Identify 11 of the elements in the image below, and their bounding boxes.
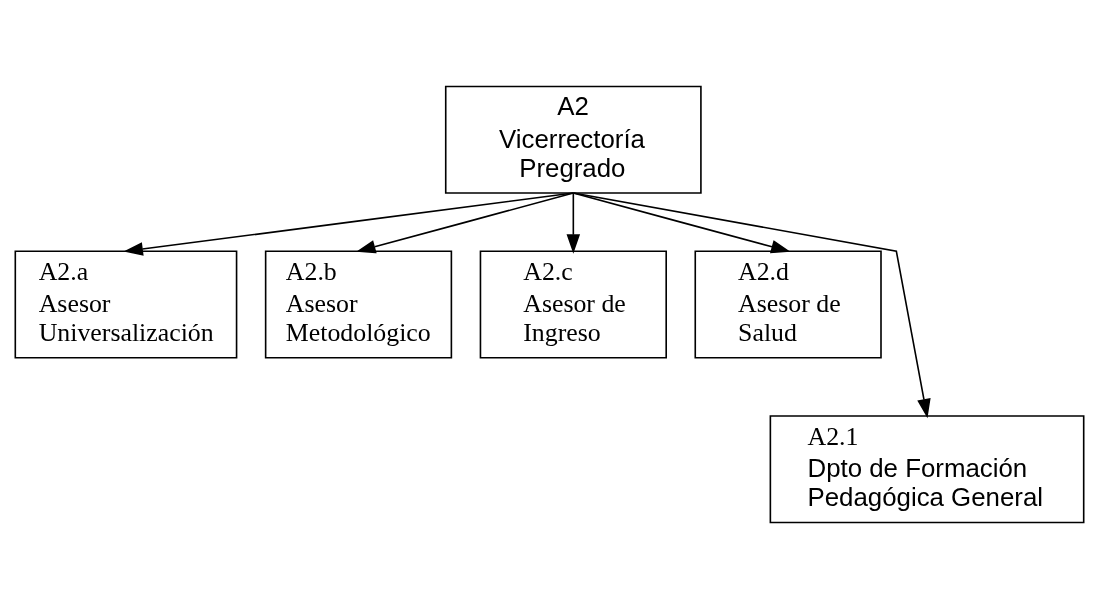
node-box: A2.a Asesor Universalización [14, 249, 238, 359]
arrow [566, 191, 581, 254]
node-box: A2 Vicerrectoría Pregrado [444, 85, 702, 194]
node-box: A2.c Asesor de Ingreso [479, 249, 667, 359]
node-box: A2.1 Dpto de Formación Pedagógica General [769, 414, 1085, 523]
arrow [123, 191, 575, 256]
node-box: A2.b Asesor Metodológico [264, 249, 453, 359]
arrow [356, 191, 575, 253]
arrow [572, 191, 791, 253]
node-box: A2.d Asesor de Salud [694, 249, 882, 359]
arrow [572, 191, 931, 418]
